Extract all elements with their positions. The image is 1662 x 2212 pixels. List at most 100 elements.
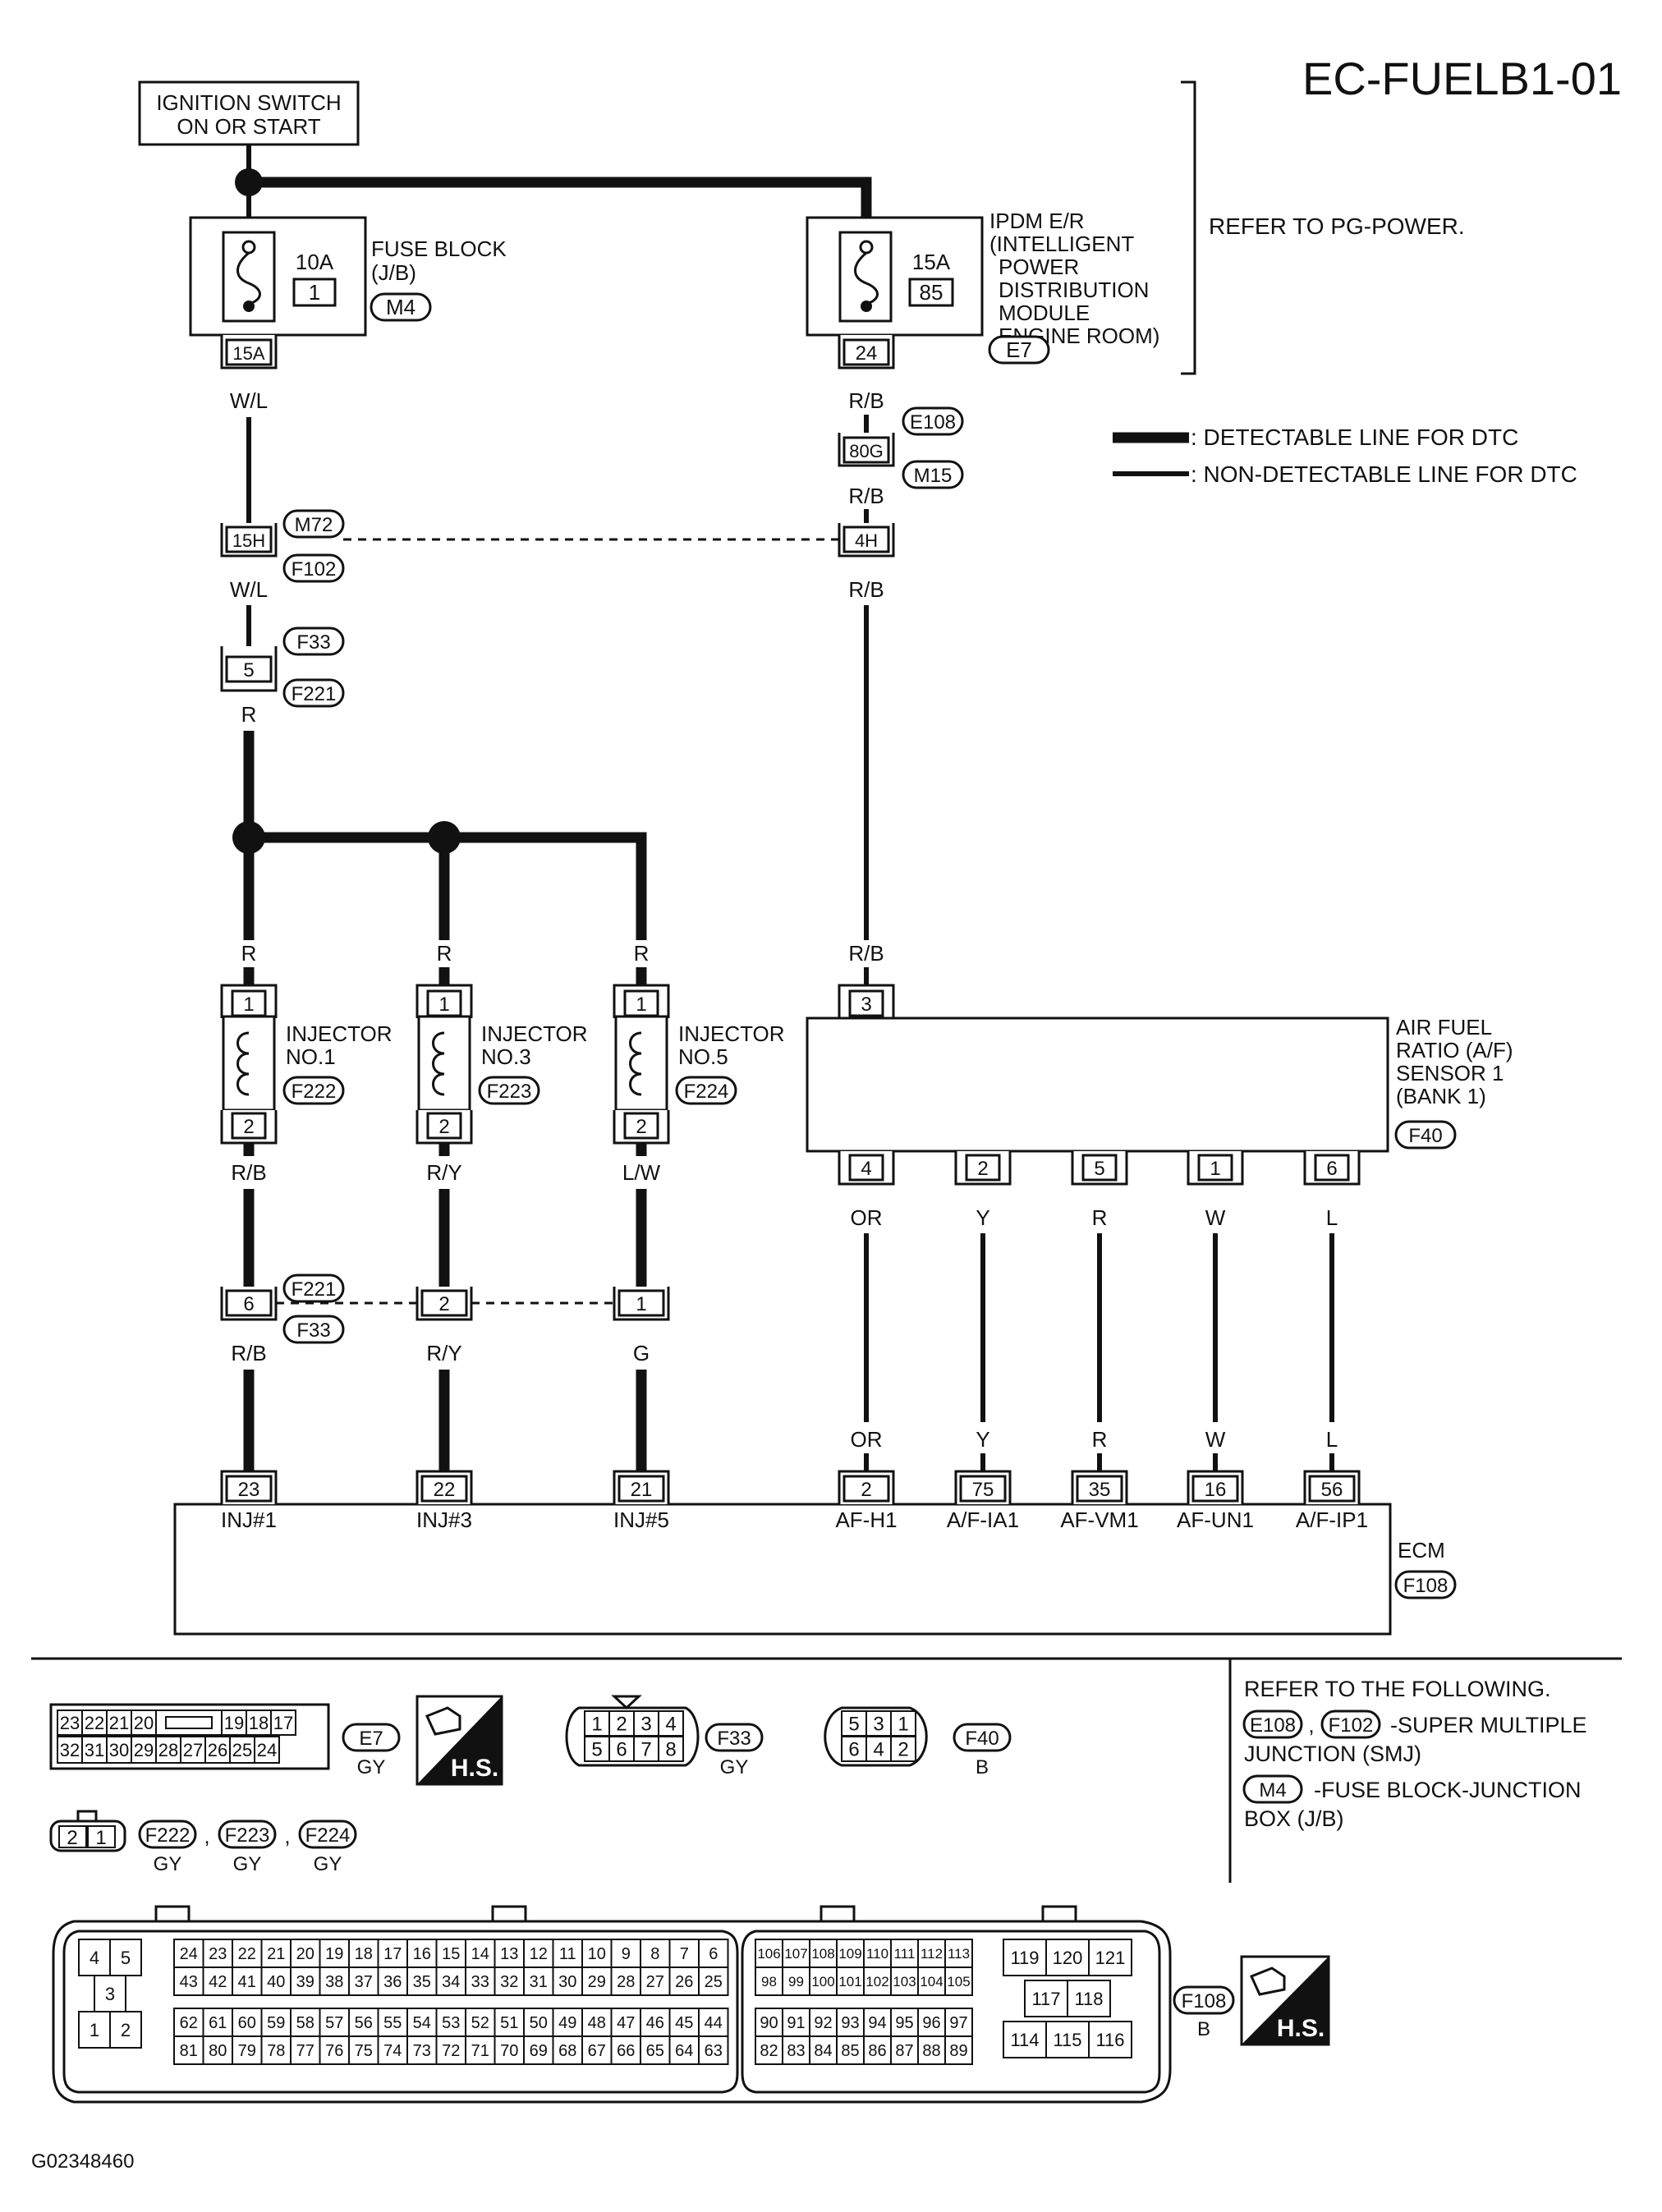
legend-detectable: : DETECTABLE LINE FOR DTC — [1191, 425, 1518, 450]
f108-b-r2-pin: 105 — [947, 1974, 970, 1989]
f108-a-r2-cell — [173, 1966, 204, 1996]
ipdm-connector: E7 — [1006, 337, 1032, 362]
f108-a-r4-cell — [610, 2035, 641, 2065]
f108-b-r2-pin: 104 — [920, 1974, 943, 1989]
f108-a-r1-pin: 22 — [238, 1945, 256, 1963]
f108-b-r4-pin: 84 — [814, 2042, 832, 2060]
f108-a-r4-pin: 65 — [646, 2042, 664, 2060]
f108-a-r2-pin: 42 — [209, 1973, 227, 1991]
f108-b-r3-cell — [836, 2008, 865, 2037]
e7-row2-pin: 26 — [208, 1740, 227, 1760]
f108-b-r4-cell — [917, 2035, 946, 2065]
ecm-pin-af1: 2 AF-H1 — [835, 1470, 898, 1532]
f108-a-r1-pin: 20 — [296, 1945, 314, 1963]
sensor-pin-2-wire-ecm: Y — [976, 1427, 989, 1452]
ecm-pin-inj1-label: INJ#1 — [221, 1508, 277, 1532]
fuse-block-name-2: (J/B) — [371, 260, 416, 285]
connector-injector-face: 2 1 F222 GY , F223 GY , F224 GY — [49, 1810, 357, 1875]
f108-right-r2-cell — [1067, 1980, 1111, 2017]
f108-a-r1-pin: 16 — [413, 1945, 431, 1963]
f108-a-r3-pin: 54 — [413, 2014, 431, 2032]
f108-b-r4-pin: 83 — [787, 2042, 805, 2060]
f108-a-r4-pin: 74 — [383, 2042, 402, 2060]
f33-row2-pin: 7 — [640, 1739, 651, 1761]
f108-a-r2-pin: 38 — [325, 1973, 343, 1991]
ignition-line-1: IGNITION SWITCH — [156, 90, 341, 115]
hs-icon-1: H.S. — [416, 1695, 503, 1786]
f108-a-r1-cell — [232, 1939, 263, 1968]
f108-a-r4-pin: 71 — [471, 2042, 489, 2060]
f108-a-r2-pin: 27 — [646, 1973, 664, 1991]
m15-badge — [902, 460, 964, 489]
e108-terminal: 80G — [849, 441, 884, 461]
f108-b-r2-cell — [944, 1966, 973, 1996]
injector-no5: 1 2 INJECTOR NO.5 F224 — [613, 984, 785, 1145]
ecm-connector: F108 — [1403, 1575, 1449, 1597]
f108-a-r3-pin: 59 — [267, 2014, 285, 2032]
f108-a-r3-pin: 61 — [209, 2014, 227, 2032]
f108-a-r1-cell — [698, 1939, 729, 1968]
f108-right-r2-pin: 118 — [1074, 1989, 1103, 2009]
f108-b-r4-cell — [890, 2035, 919, 2065]
f108-right-r1-cell — [1045, 1939, 1090, 1976]
f40-row2-cell — [865, 1736, 892, 1762]
f108-a-r2-pin: 43 — [180, 1973, 198, 1991]
sensor-pin-group-2: 2 Y Y — [954, 1151, 1012, 1471]
ipdm-fuse-top — [859, 240, 874, 255]
ecm-pin-inj5-box — [618, 1475, 665, 1503]
sensor-pin-2-box — [965, 1154, 1001, 1182]
joint-f33-badge — [282, 1315, 345, 1344]
ignition-switch-box — [138, 80, 360, 146]
f108-a-r3-pin: 52 — [471, 2014, 489, 2032]
injector-1-connector: F222 — [292, 1081, 337, 1103]
sensor-pin-5-wire-ecm: L — [1326, 1427, 1338, 1452]
f108-b-r3-pin: 91 — [787, 2014, 805, 2032]
f108-a-r3-pin: 56 — [355, 2014, 373, 2032]
e7-row1-pin: 19 — [224, 1713, 244, 1733]
f33-top-badge — [282, 626, 345, 656]
e7-row2-cell — [155, 1736, 181, 1764]
f108-color: B — [1197, 2018, 1210, 2040]
f108-a-r4-cell — [377, 2035, 408, 2065]
sensor-pin-4-wire-ecm: W — [1205, 1427, 1226, 1452]
f108-a-r2-pin: 30 — [558, 1973, 576, 1991]
f108-a-r1-pin: 10 — [588, 1945, 606, 1963]
f108-a-r2-cell — [581, 1966, 613, 1996]
refer-jb-text-2: BOX (J/B) — [1244, 1806, 1344, 1831]
inj-face-cell-1 — [58, 1825, 87, 1848]
injector-1-coil-icon — [236, 1031, 250, 1096]
f108-b-r1-cell — [782, 1939, 810, 1968]
f108-b-r4-pin: 82 — [760, 2042, 778, 2060]
f108-left-r3-pin: 1 — [90, 2020, 99, 2040]
f108-b-r1-cell — [755, 1939, 783, 1968]
refer-following-block: REFER TO THE FOLLOWING. E108 , F102 -SUP… — [1242, 1677, 1587, 1831]
refer-jb-id: M4 — [1259, 1779, 1286, 1801]
f108-a-r1-cell — [202, 1939, 233, 1968]
ipdm-name-3: POWER — [999, 255, 1079, 279]
f33-label: F33 — [717, 1728, 751, 1750]
ecm-pin-inj5-label: INJ#5 — [613, 1508, 669, 1532]
f108-a-r4-cell — [232, 2035, 263, 2065]
f33-row2-pin: 8 — [665, 1739, 676, 1761]
refer-smj-text-2: JUNCTION (SMJ) — [1244, 1742, 1421, 1766]
ecm-pin-inj1-no: 23 — [238, 1479, 260, 1501]
sensor-pin-1-box — [848, 1154, 884, 1182]
f108-a-r3-pin: 60 — [238, 2014, 256, 2032]
e7-blank-slot — [165, 1716, 213, 1729]
f108-a-r4-cell — [523, 2035, 554, 2065]
wire-label-wl-mid: W/L — [230, 577, 268, 602]
ipdm-name-1: IPDM E/R — [989, 209, 1085, 233]
f108-a-r1-pin: 21 — [267, 1945, 285, 1963]
ecm-pin-af1-label: AF-H1 — [835, 1508, 897, 1532]
ecm-pin-af2-box — [959, 1475, 1007, 1503]
f108-a-r4-cell — [173, 2035, 204, 2065]
f108-left-r1-pin: 4 — [90, 1948, 99, 1968]
injector-3-name-2: NO.3 — [481, 1044, 531, 1069]
f108-a-r3-pin: 48 — [588, 2014, 606, 2032]
f108-a-r2-pin: 35 — [413, 1973, 431, 1991]
inj-face-color-2: GY — [233, 1853, 262, 1875]
injector-5-name-2: NO.5 — [678, 1044, 728, 1069]
ipdm-name-2: (INTELLIGENT — [989, 232, 1134, 256]
fuse-block-fuse-top — [241, 240, 256, 255]
